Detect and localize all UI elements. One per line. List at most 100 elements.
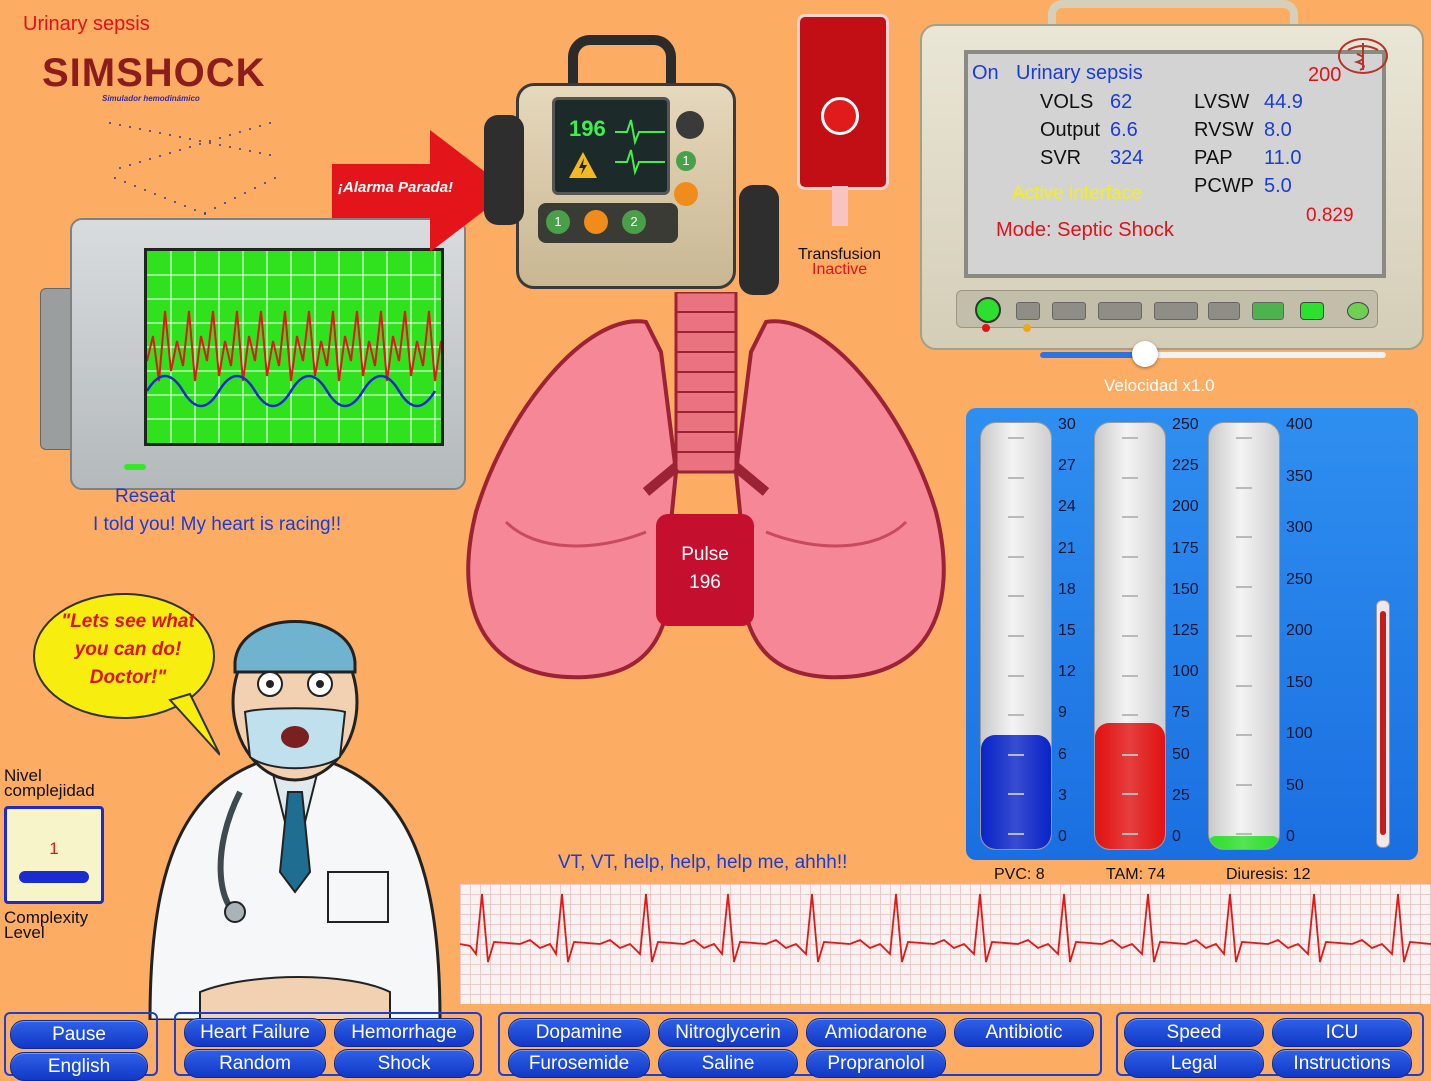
monitor-button-1[interactable] — [1016, 302, 1040, 320]
gauge-tick — [1008, 595, 1024, 598]
icu-button[interactable]: ICU — [1272, 1018, 1412, 1047]
patient-message: I told you! My heart is racing!! — [93, 514, 342, 535]
monitor-power-button[interactable] — [975, 297, 1001, 323]
thermometer-fill — [1380, 611, 1386, 835]
complexity-value: 1 — [49, 839, 59, 858]
defib-shock-button[interactable] — [674, 182, 698, 206]
furosemide-button[interactable]: Furosemide — [508, 1049, 650, 1078]
speed-slider-thumb[interactable] — [1131, 341, 1158, 367]
transfusion-indicator — [821, 97, 859, 135]
metric-label-pap: PAP — [1194, 147, 1233, 169]
monitor-button-2[interactable] — [1052, 302, 1086, 320]
metric-label-pcwp: PCWP — [1194, 175, 1254, 197]
gauge-scale-label: 350 — [1286, 467, 1313, 485]
tam-readout: TAM: 74 — [1106, 866, 1166, 883]
gauge-tick — [1122, 635, 1138, 637]
defibrillator[interactable]: 196 1 1 2 — [484, 35, 784, 300]
gauge-scale-label: 9 — [1058, 704, 1067, 722]
interface-status: Active interface — [1012, 183, 1142, 204]
pause-button[interactable]: Pause — [10, 1020, 148, 1049]
diuresis-gauge — [1208, 422, 1280, 850]
dopamine-button[interactable]: Dopamine — [508, 1018, 650, 1047]
instructions-button[interactable]: Instructions — [1272, 1049, 1412, 1078]
green-button[interactable] — [1252, 302, 1284, 320]
defib-button-1[interactable]: 1 — [676, 151, 696, 171]
speed-label: Velocidad x1.0 — [1104, 376, 1215, 395]
nitroglycerin-button[interactable]: Nitroglycerin — [658, 1018, 798, 1047]
speed-slider[interactable] — [1040, 341, 1386, 367]
power-led-icon — [982, 324, 990, 332]
gauge-scale-label: 300 — [1286, 519, 1313, 536]
pulse-indicator: Pulse 196 — [656, 514, 754, 626]
gauge-scale-label: 150 — [1286, 673, 1313, 691]
transfusion-bag[interactable] — [797, 14, 889, 190]
gauge-tick — [1122, 516, 1138, 519]
monitor-mode: Mode: Septic Shock — [996, 219, 1174, 241]
gauge-scale-label: 225 — [1172, 457, 1199, 475]
gauge-tick — [1122, 793, 1138, 796]
button-1-led-icon — [1023, 324, 1031, 332]
monitor-power: On — [972, 62, 999, 84]
gauge-tick — [1236, 684, 1252, 687]
gauge-scale-label: 100 — [1172, 663, 1199, 681]
reset-link[interactable]: Reseat — [115, 486, 176, 507]
tam-gauge-fill — [1095, 722, 1165, 849]
monitor-top-value: 200 — [1308, 64, 1342, 86]
alarm-arrow[interactable] — [332, 130, 512, 252]
up-arrow-button[interactable] — [1154, 302, 1198, 320]
amiodarone-button[interactable]: Amiodarone — [806, 1018, 946, 1047]
dotted-pattern — [109, 122, 276, 215]
gauge-scale-label: 12 — [1058, 663, 1076, 681]
ecg-message: VT, VT, help, help, help me, ahhh!! — [558, 852, 848, 873]
metric-value-svr: 324 — [1110, 147, 1144, 169]
metric-value-vols: 62 — [1110, 91, 1133, 113]
speed-button[interactable]: Speed — [1124, 1018, 1264, 1047]
gauge-scale-label: 250 — [1286, 570, 1313, 588]
gauge-scale-label: 6 — [1058, 745, 1067, 763]
gauge-tick — [1122, 555, 1138, 558]
defib-button-right[interactable]: 2 — [622, 210, 646, 234]
gauge-tick — [1008, 793, 1024, 796]
pulse-value: 196 — [689, 572, 721, 593]
defib-button-left[interactable]: 1 — [546, 210, 570, 234]
antibiotic-button[interactable]: Antibiotic — [954, 1018, 1094, 1047]
pvc-gauge-fill — [981, 735, 1051, 849]
gauge-scale-label: 150 — [1172, 580, 1199, 598]
saline-button[interactable]: Saline — [658, 1049, 798, 1078]
gauge-scale-label: 0 — [1172, 828, 1181, 845]
complexity-slider[interactable] — [19, 871, 89, 883]
gauge-tick — [1008, 476, 1024, 479]
monitor-led-button[interactable] — [1300, 302, 1324, 320]
gauge-scale-label: 0 — [1058, 828, 1067, 845]
logo-subtitle: Simulador hemodinámico — [102, 94, 200, 103]
defib-button-mid[interactable] — [584, 210, 608, 234]
defib-knob[interactable] — [676, 111, 704, 139]
gauge-tick — [1008, 714, 1024, 717]
metric-label-output: Output — [1040, 119, 1101, 141]
alarm-stop-label[interactable]: ¡Alarma Parada! — [338, 179, 454, 196]
gauge-scale-label: 3 — [1058, 786, 1067, 804]
left-arrow-button[interactable] — [1208, 302, 1240, 320]
gauge-scale-label: 175 — [1172, 539, 1199, 557]
english-button[interactable]: English — [10, 1052, 148, 1081]
gauge-tick — [1236, 536, 1252, 538]
propranolol-button[interactable]: Propranolol — [806, 1049, 946, 1078]
hemorrhage-button[interactable]: Hemorrhage — [334, 1018, 474, 1047]
transfusion-status: Inactive — [812, 261, 868, 278]
heart-failure-button[interactable]: Heart Failure — [184, 1018, 326, 1047]
random-button[interactable]: Random — [184, 1049, 326, 1078]
gauge-tick — [1008, 753, 1024, 756]
gauge-scale-label: 21 — [1058, 539, 1076, 557]
legal-button[interactable]: Legal — [1124, 1049, 1264, 1078]
gauge-scale-label: 400 — [1286, 416, 1313, 433]
minus-button[interactable] — [1098, 302, 1142, 320]
gauge-scale-label: 24 — [1058, 498, 1076, 516]
shock-button[interactable]: Shock — [334, 1049, 474, 1078]
waveform-screen — [144, 248, 444, 446]
gauge-scale-label: 200 — [1172, 498, 1199, 516]
pvc-gauge — [980, 422, 1052, 850]
complexity-box[interactable]: 1 — [4, 806, 104, 904]
caduceus-icon — [1338, 38, 1388, 74]
defib-screen: 196 — [552, 97, 670, 195]
